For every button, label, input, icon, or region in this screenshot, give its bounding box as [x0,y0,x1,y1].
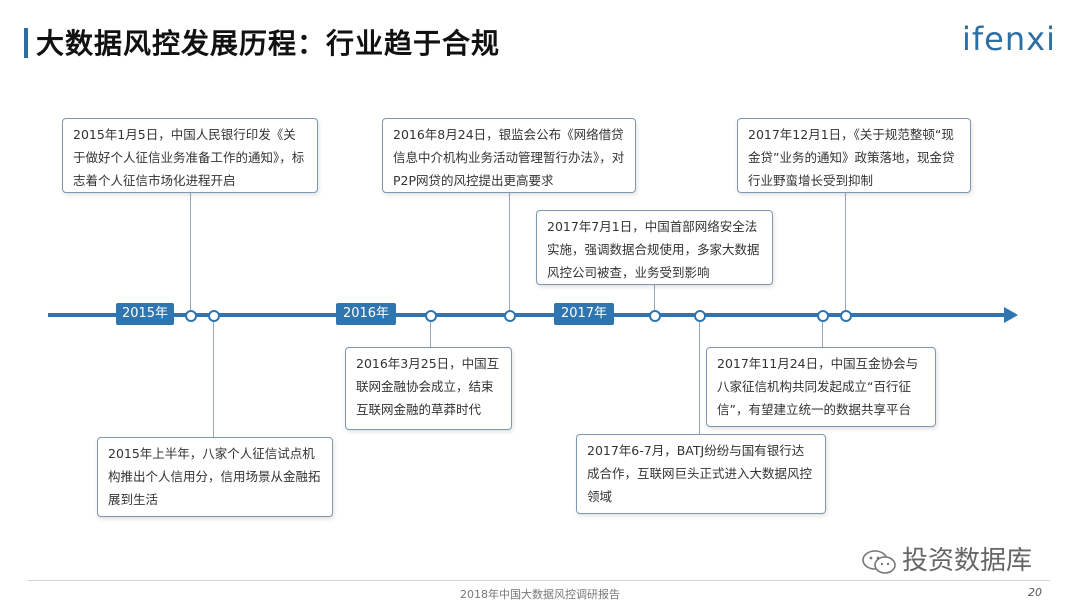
event-box-2017-06: 2017年6-7月，BATJ纷纷与国有银行达成合作，互联网巨头正式进入大数据风控… [576,434,826,514]
watermark-text: 投资数据库 [902,546,1033,576]
chat-bubble-icon [862,549,896,574]
event-connector [430,318,431,348]
logo-text: ifenxi [962,20,1056,58]
watermark: 投资数据库 [862,540,1032,577]
event-box-2017-12: 2017年12月1日，《关于规范整顿“现金贷”业务的通知》政策落地，现金贷行业野… [737,118,971,193]
event-connector [822,318,823,348]
event-connector [845,192,846,312]
year-label-2015: 2015年 [116,303,174,325]
event-connector [654,284,655,312]
year-label-2017: 2017年 [554,303,614,325]
timeline-axis [48,313,1008,317]
page-title: 大数据风控发展历程：行业趋于合规 [36,27,501,60]
event-connector [213,318,214,438]
timeline-dot [840,310,852,322]
event-connector [699,318,700,434]
timeline-dot [649,310,661,322]
title-accent-bar [24,28,28,58]
timeline-dot [694,310,706,322]
timeline-arrow-icon [1004,307,1018,323]
footer-divider [28,580,1050,581]
event-connector [509,192,510,312]
event-box-2015-h1: 2015年上半年，八家个人征信试点机构推出个人信用分，信用场景从金融拓展到生活 [97,437,333,517]
page-number: 20 [1028,586,1042,599]
timeline-dot [504,310,516,322]
timeline-dot [425,310,437,322]
year-label-2016: 2016年 [336,303,396,325]
timeline-dot [208,310,220,322]
footer-report-title: 2018年中国大数据风控调研报告 [460,588,620,601]
event-box-2015-01: 2015年1月5日，中国人民银行印发《关于做好个人征信业务准备工作的通知》，标志… [62,118,318,193]
event-connector [190,192,191,312]
event-box-2017-07: 2017年7月1日，中国首部网络安全法实施，强调数据合规使用，多家大数据风控公司… [536,210,773,285]
ifenxi-logo: ifenxi [962,20,1056,58]
timeline-dot [817,310,829,322]
timeline-dot [185,310,197,322]
event-box-2017-11: 2017年11月24日，中国互金协会与八家征信机构共同发起成立“百行征信”，有望… [706,347,936,427]
event-box-2016-03: 2016年3月25日，中国互联网金融协会成立，结束互联网金融的草莽时代 [345,347,512,430]
event-box-2016-08: 2016年8月24日，银监会公布《网络借贷信息中介机构业务活动管理暂行办法》，对… [382,118,636,193]
